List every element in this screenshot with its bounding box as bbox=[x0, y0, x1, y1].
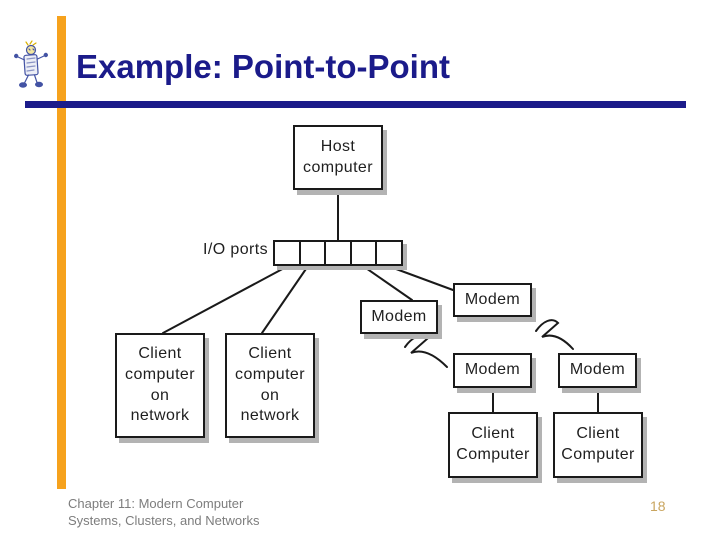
footer-line-2: Systems, Clusters, and Networks bbox=[68, 513, 260, 528]
io-port-cell bbox=[349, 242, 376, 264]
node-client-computer-right: Client Computer bbox=[553, 412, 643, 478]
footer-text: Chapter 11: Modern Computer Systems, Clu… bbox=[68, 495, 259, 529]
connector-port4-to-modem-center bbox=[362, 265, 413, 301]
node-label: Client computer on network bbox=[235, 344, 305, 425]
node-label: Client Computer bbox=[561, 425, 635, 463]
node-host-computer: Host computer bbox=[293, 125, 383, 190]
walking-robot-mascot-icon bbox=[14, 40, 48, 88]
node-client-computer-on-network-left: Client computer on network bbox=[115, 333, 205, 438]
io-ports-label: I/O ports bbox=[203, 241, 268, 258]
node-label: Host computer bbox=[303, 137, 373, 176]
io-port-cell bbox=[298, 242, 325, 264]
node-modem-top-right: Modem bbox=[453, 283, 532, 317]
node-modem-mid-right: Modem bbox=[558, 353, 637, 388]
node-client-computer-left: Client Computer bbox=[448, 412, 538, 478]
io-ports-row bbox=[273, 240, 403, 266]
node-modem-mid-left: Modem bbox=[453, 353, 532, 388]
node-label: Client Computer bbox=[456, 425, 530, 463]
connector-port2-to-client-net-right bbox=[261, 265, 309, 334]
title-underline-rule bbox=[25, 101, 686, 108]
phone-line-zigzag-right bbox=[535, 319, 574, 350]
node-label: Modem bbox=[464, 290, 521, 308]
accent-vertical-bar bbox=[57, 16, 66, 489]
node-label: Modem bbox=[569, 361, 626, 379]
io-port-cell bbox=[324, 242, 350, 264]
connector-port1-to-client-net-left bbox=[162, 265, 289, 334]
slide-title: Example: Point-to-Point bbox=[76, 48, 450, 85]
footer-line-1: Chapter 11: Modern Computer bbox=[68, 496, 244, 511]
node-label: Modem bbox=[464, 361, 521, 379]
node-client-computer-on-network-right: Client computer on network bbox=[225, 333, 315, 438]
io-port-cell bbox=[375, 242, 401, 264]
phone-line-zigzag-left bbox=[404, 335, 448, 368]
node-label: Client computer on network bbox=[125, 344, 195, 425]
connector-port5-to-modem-top-right bbox=[387, 265, 454, 291]
page-number: 18 bbox=[650, 498, 666, 514]
io-port-cell bbox=[275, 242, 299, 264]
node-label: Modem bbox=[371, 307, 427, 325]
node-modem-center: Modem bbox=[360, 300, 438, 334]
